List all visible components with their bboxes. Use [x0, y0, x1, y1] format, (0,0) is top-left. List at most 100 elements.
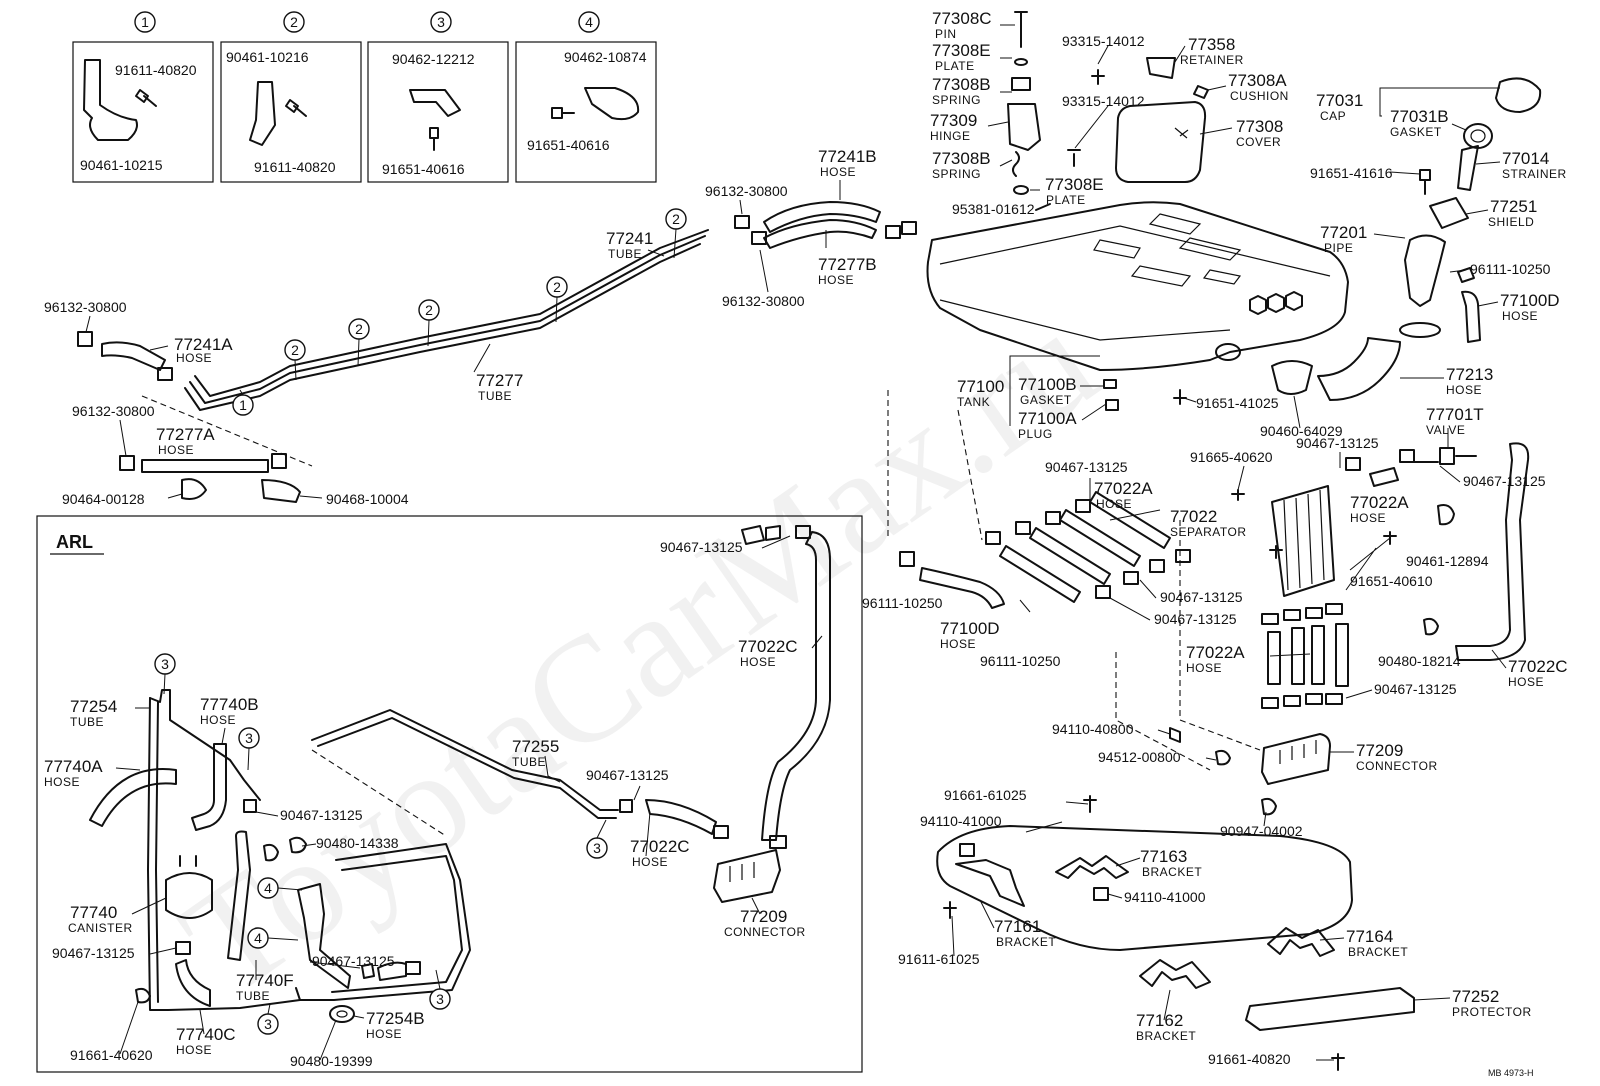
- part-90467-13125-a: 90467-13125: [1045, 459, 1128, 475]
- callout-77022A: 77022A: [1094, 479, 1153, 498]
- part-90467-13125-arl2: 90467-13125: [586, 767, 669, 783]
- key-box-1: 1 91611-40820 90461-10215: [72, 11, 214, 183]
- callout-77309-name: HINGE: [930, 129, 971, 143]
- key-box-3-part-a: 90462-12212: [392, 51, 475, 67]
- callout-77201-name: PIPE: [1324, 241, 1353, 255]
- fuel-line-labels: 77241 TUBE 77277 TUBE 77241B HOSE 77277B…: [44, 147, 877, 507]
- callout-77358-name: RETAINER: [1180, 53, 1244, 67]
- callout-77164-name: BRACKET: [1348, 945, 1408, 959]
- callout-77254: 77254: [70, 697, 117, 716]
- callout-77277-name: TUBE: [478, 389, 512, 403]
- callout-77254B: 77254B: [366, 1009, 425, 1028]
- part-91611-61025: 91611-61025: [898, 951, 980, 967]
- part-91651-41616: 91651-41616: [1310, 165, 1393, 181]
- callout-77164: 77164: [1346, 927, 1393, 946]
- tank-bottom-labels: 94110-40800 94512-00800 77209 CONNECTOR …: [898, 721, 1534, 1078]
- callout-77255-name: TUBE: [512, 755, 546, 769]
- callout-77022C-arl2-name: HOSE: [632, 855, 668, 869]
- callout-77031-name: CAP: [1320, 109, 1346, 123]
- callout-77308E-name: PLATE: [935, 59, 975, 73]
- part-93315-14012-b: 93315-14012: [1062, 93, 1145, 109]
- callout-77241A: 77241A: [174, 335, 233, 354]
- key-box-2: 2 90461-10216 91611-40820: [220, 11, 362, 183]
- callout-77241B-name: HOSE: [820, 165, 856, 179]
- fuel-line-tubes: [77, 201, 917, 503]
- callout-77162: 77162: [1136, 1011, 1183, 1030]
- key-box-3-part-b: 91651-40616: [382, 161, 465, 177]
- part-90468-10004: 90468-10004: [326, 491, 409, 507]
- callout-77031: 77031: [1316, 91, 1363, 110]
- callout-77740B-name: HOSE: [200, 713, 236, 727]
- filler-door-assembly: [1007, 11, 1209, 211]
- key-box-4-part-b: 91651-40616: [527, 137, 610, 153]
- callout-77308: 77308: [1236, 117, 1283, 136]
- callout-77251-name: SHIELD: [1488, 215, 1534, 229]
- callout-77022-name: SEPARATOR: [1170, 525, 1247, 539]
- callout-77252: 77252: [1452, 987, 1499, 1006]
- callout-77308B-2: 77308B: [932, 149, 991, 168]
- callout-77022C: 77022C: [1508, 657, 1568, 676]
- callout-77277A-name: HOSE: [158, 443, 194, 457]
- callout-77740A-name: HOSE: [44, 775, 80, 789]
- key-box-2-part-a: 90461-10216: [226, 49, 309, 65]
- arl-clamp-3b: 3: [245, 730, 253, 746]
- part-90467-13125-arl5: 90467-13125: [312, 953, 395, 969]
- part-91651-41025: 91651-41025: [1196, 395, 1279, 411]
- callout-77740-name: CANISTER: [68, 921, 133, 935]
- callout-77209-arl-name: CONNECTOR: [724, 925, 806, 939]
- callout-77100D-name: HOSE: [1502, 309, 1538, 323]
- callout-77740C: 77740C: [176, 1025, 236, 1044]
- drawing-reference: MB 4973-H: [1488, 1068, 1534, 1078]
- callout-77309: 77309: [930, 111, 977, 130]
- part-90480-14338: 90480-14338: [316, 835, 399, 851]
- callout-77031B-name: GASKET: [1390, 125, 1442, 139]
- part-96132-30800-a: 96132-30800: [705, 183, 788, 199]
- callout-77255: 77255: [512, 737, 559, 756]
- callout-77277: 77277: [476, 371, 523, 390]
- key-box-3-number: 3: [437, 14, 445, 30]
- callout-77740C-name: HOSE: [176, 1043, 212, 1057]
- part-96111-10250-b: 96111-10250: [862, 595, 943, 611]
- arl-clamp-3d: 3: [264, 1016, 272, 1032]
- callout-77740B: 77740B: [200, 695, 259, 714]
- key-box-4-part-a: 90462-10874: [564, 49, 647, 65]
- callout-77100: 77100: [957, 377, 1004, 396]
- arl-clamp-3c: 3: [593, 840, 601, 856]
- callout-77308A-name: CUSHION: [1230, 89, 1289, 103]
- clamp-ref-2a: 2: [291, 342, 299, 358]
- part-94512-00800: 94512-00800: [1098, 749, 1181, 765]
- callout-77308A: 77308A: [1228, 71, 1287, 90]
- callout-77213: 77213: [1446, 365, 1493, 384]
- key-box-4-number: 4: [585, 14, 593, 30]
- callout-77251: 77251: [1490, 197, 1537, 216]
- callout-77241: 77241: [606, 229, 653, 248]
- key-box-3: 3 90462-12212 91651-40616: [367, 11, 509, 183]
- clamp-ref-2c: 2: [425, 302, 433, 318]
- part-90460-64029: 90460-64029: [1260, 423, 1343, 439]
- callout-77308C-name: PIN: [935, 27, 957, 41]
- part-90480-19399: 90480-19399: [290, 1053, 373, 1069]
- part-90464-00128: 90464-00128: [62, 491, 145, 507]
- part-93315-14012-a: 93315-14012: [1062, 33, 1145, 49]
- callout-77241B: 77241B: [818, 147, 877, 166]
- callout-77209-name: CONNECTOR: [1356, 759, 1438, 773]
- clamp-ref-2d: 2: [553, 279, 561, 295]
- part-91651-40610: 91651-40610: [1350, 573, 1433, 589]
- arl-frame: [36, 515, 863, 1073]
- callout-77161-name: BRACKET: [996, 935, 1056, 949]
- callout-77022A-name: HOSE: [1096, 497, 1132, 511]
- callout-77213-name: HOSE: [1446, 383, 1482, 397]
- callout-77163: 77163: [1140, 847, 1187, 866]
- callout-77162-name: BRACKET: [1136, 1029, 1196, 1043]
- part-96132-30800-b: 96132-30800: [722, 293, 805, 309]
- callout-77022A-2: 77022A: [1350, 493, 1409, 512]
- arl-clamps: 3 3 3 4 4 3 3: [154, 653, 608, 1035]
- callout-77740F: 77740F: [236, 971, 294, 990]
- callout-77022: 77022: [1170, 507, 1217, 526]
- callout-77308-name: COVER: [1236, 135, 1281, 149]
- separator-labels: 90467-13125 91665-40620 90467-13125 9046…: [862, 435, 1568, 699]
- part-94110-40800: 94110-40800: [1052, 721, 1134, 737]
- part-90467-13125-f: 90467-13125: [1374, 681, 1457, 697]
- callout-77277B-name: HOSE: [818, 273, 854, 287]
- part-91665-40620: 91665-40620: [1190, 449, 1273, 465]
